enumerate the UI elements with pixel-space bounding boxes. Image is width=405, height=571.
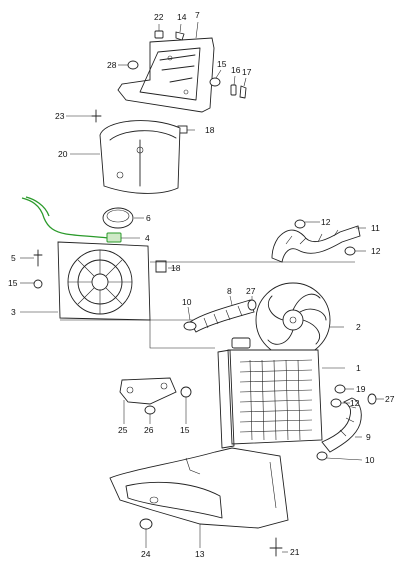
- callout-3: 3: [11, 307, 16, 317]
- callout-20: 20: [58, 149, 68, 159]
- clamp-10-left: [183, 321, 197, 331]
- callout-12-a: 12: [321, 217, 331, 227]
- ring-clamp: [102, 207, 134, 229]
- callout-19: 19: [356, 384, 366, 394]
- callout-9: 9: [366, 432, 371, 442]
- radiator: [217, 337, 323, 449]
- wiring-harness-highlighted: [21, 196, 122, 243]
- clamp-27-top: [247, 299, 257, 311]
- clip-14: [175, 31, 185, 41]
- callout-18-mid: 18: [171, 263, 181, 273]
- fan-shroud-frame: [57, 241, 151, 321]
- callout-28: 28: [107, 60, 117, 70]
- upper-bracket: [117, 37, 215, 113]
- callout-26: 26: [144, 425, 154, 435]
- clamp-12-b: [344, 246, 356, 256]
- grommet-15-low: [180, 386, 192, 398]
- bolt-21: [269, 537, 283, 557]
- callout-23: 23: [55, 111, 65, 121]
- clip-17: [239, 85, 247, 99]
- callout-15-low: 15: [180, 425, 190, 435]
- callout-4: 4: [145, 233, 150, 243]
- hose-9: [321, 397, 362, 453]
- callout-7: 7: [195, 10, 200, 20]
- callout-15-left: 15: [8, 278, 18, 288]
- callout-2: 2: [356, 322, 361, 332]
- callout-16: 16: [231, 65, 241, 75]
- clamp-12-c: [330, 398, 342, 408]
- bolt-5: [33, 249, 43, 267]
- callout-5: 5: [11, 253, 16, 263]
- callout-12-c: 12: [350, 398, 360, 408]
- callout-22: 22: [154, 12, 164, 22]
- leader-lines: [20, 21, 384, 553]
- callout-14: 14: [177, 12, 187, 22]
- clamp-10-right: [316, 451, 328, 461]
- callout-labels: 22 14 7 28 15 16 17 23 18 20 6 4 5 15 3 …: [8, 10, 395, 559]
- clip-16: [230, 84, 237, 96]
- callout-10-left: 10: [182, 297, 192, 307]
- top-nut-22: [154, 30, 164, 39]
- hose-11: [271, 225, 361, 263]
- callout-12-b: 12: [371, 246, 381, 256]
- grommet-15-top: [209, 77, 221, 87]
- callout-15-top: 15: [217, 59, 227, 69]
- bolt-23: [91, 109, 102, 123]
- callout-6: 6: [146, 213, 151, 223]
- bolt-19: [334, 384, 346, 394]
- callout-8: 8: [227, 286, 232, 296]
- bracket-25: [119, 377, 177, 405]
- callout-27-top: 27: [246, 286, 256, 296]
- callout-17: 17: [242, 67, 252, 77]
- callout-13: 13: [195, 549, 205, 559]
- grommet-15-left: [33, 279, 43, 289]
- shroud-cover: [99, 120, 181, 194]
- callout-11: 11: [371, 223, 380, 233]
- clamp-12-a: [294, 219, 306, 229]
- callout-25: 25: [118, 425, 128, 435]
- callout-10-right: 10: [365, 455, 375, 465]
- radiator-fan: [255, 282, 331, 358]
- callout-27-right: 27: [385, 394, 395, 404]
- callout-1: 1: [356, 363, 361, 373]
- callout-21: 21: [290, 547, 300, 557]
- callout-18-top: 18: [205, 125, 215, 135]
- grommet-28: [127, 60, 139, 70]
- nut-26: [144, 405, 156, 415]
- plug-24: [139, 518, 153, 530]
- clamp-27-right: [367, 393, 377, 405]
- clip-18-mid: [155, 260, 167, 273]
- hose-8: [189, 299, 255, 333]
- lower-duct: [109, 447, 289, 529]
- callout-24: 24: [141, 549, 151, 559]
